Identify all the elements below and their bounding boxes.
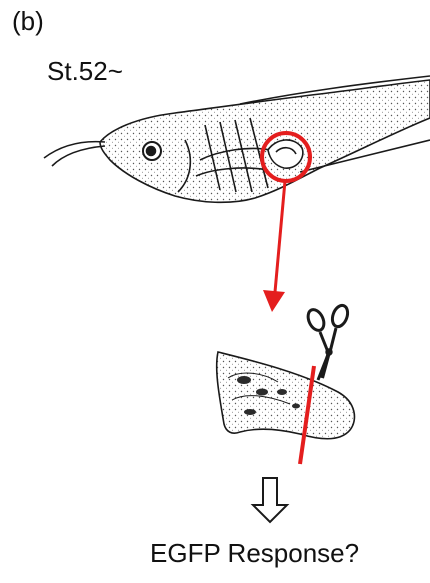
tadpole-drawing <box>44 76 430 202</box>
red-pointer-arrow <box>263 181 285 312</box>
hollow-down-arrow-icon <box>253 478 287 522</box>
tadpole-body <box>100 80 430 202</box>
result-label: EGFP Response? <box>150 538 359 569</box>
barbel-upper <box>44 142 105 158</box>
limb-bud-closeup <box>217 352 355 439</box>
eye-pupil <box>147 147 156 156</box>
